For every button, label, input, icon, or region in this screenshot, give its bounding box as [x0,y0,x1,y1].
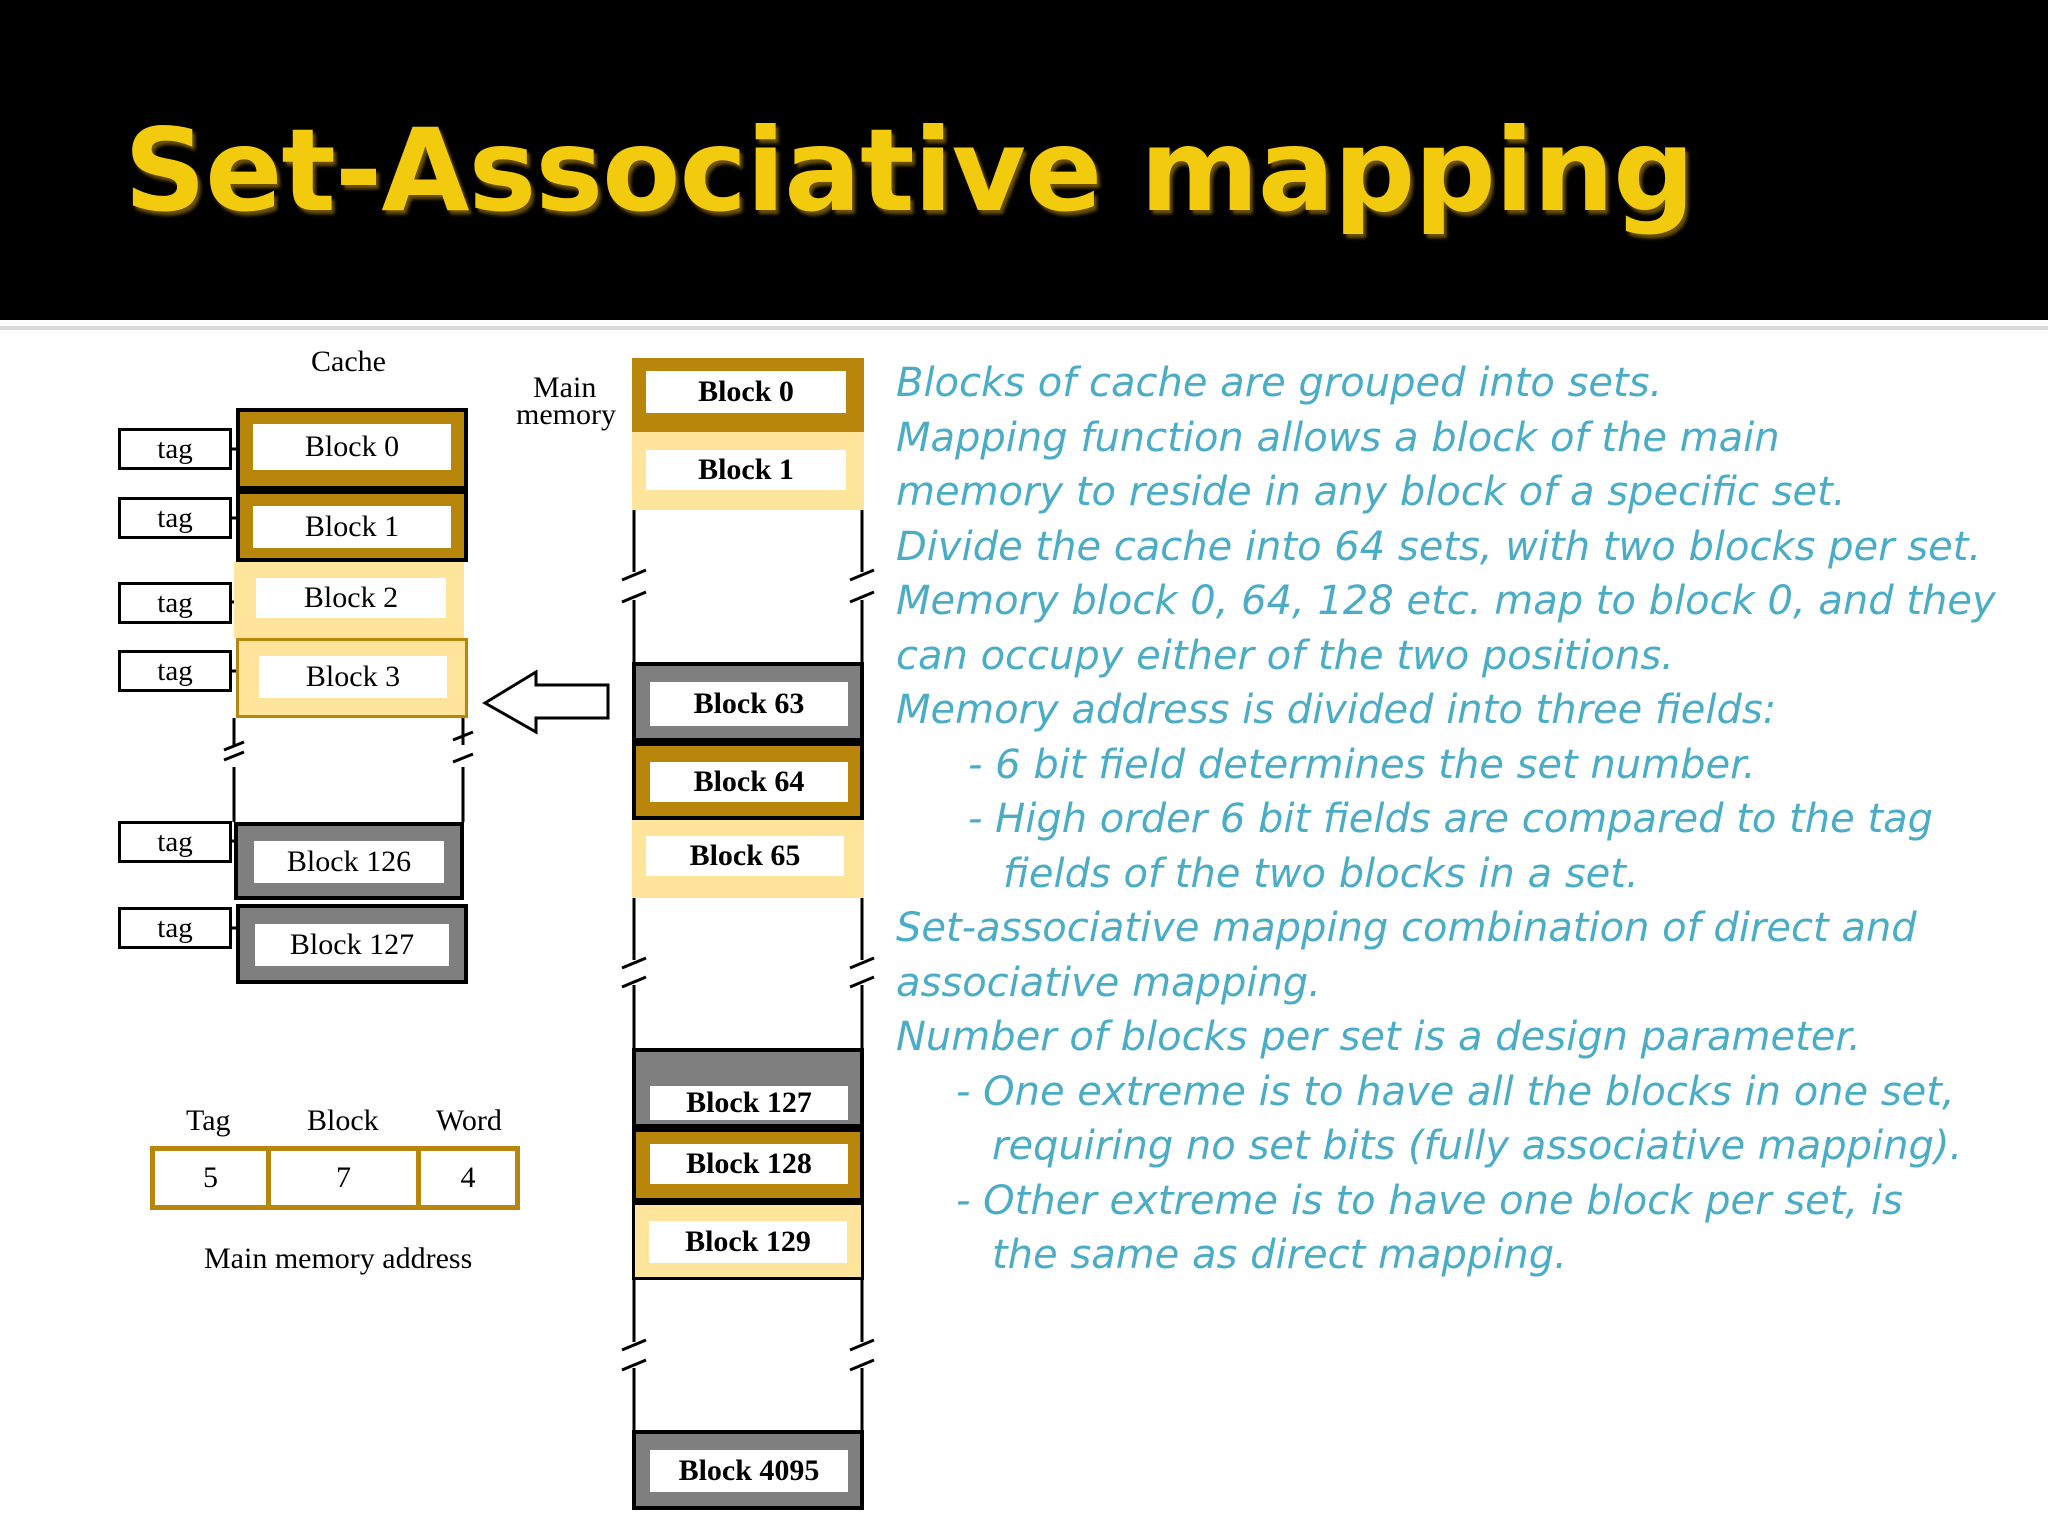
title-divider [0,326,2048,330]
text-line: Number of blocks per set is a design par… [896,1014,1861,1060]
break-mark [849,975,875,989]
text-line: Divide the cache into 64 sets, with two … [896,523,1982,570]
memory-block: Block 127 [632,1048,864,1128]
break-mark [223,750,245,762]
break-mark [849,590,875,604]
break-mark [452,730,474,742]
break-mark [223,740,245,752]
break-mark [452,752,474,764]
text-line: - One extreme is to have all the blocks … [956,1068,1955,1115]
memory-block: Block 4095 [632,1430,864,1510]
text-line: the same as direct mapping. [992,1232,1567,1278]
address-caption: Main memory address [204,1242,473,1275]
address-word-bits: 4 [460,1161,476,1194]
text-line: associative mapping. [896,959,1321,1006]
address-block-bits: 7 [271,1151,421,1205]
break-mark [849,1338,875,1352]
cache-block: Block 127 [236,904,468,984]
break-mark [621,568,647,582]
explanation-text: Blocks of cache are grouped into sets. M… [896,356,2026,1283]
text-line: memory to reside in any block of a speci… [896,469,1846,515]
text-line: Memory block 0, 64, 128 etc. map to bloc… [896,578,1996,624]
cache-block: Block 2 [234,562,464,638]
text-line: can occupy either of the two positions. [896,632,1674,679]
memory-block: Block 0 [632,358,864,432]
break-mark [621,590,647,604]
break-mark [621,1338,647,1352]
address-tag-bits: 5 [155,1151,271,1205]
tag-field: tag [118,821,232,863]
tag-field: tag [118,907,232,949]
memory-block: Block 64 [632,742,864,820]
text-line: Set-associative mapping combination of d… [896,905,1917,951]
cache-block: Block 126 [234,822,464,900]
memory-block: Block 65 [632,820,864,898]
memory-block: Block 128 [632,1128,864,1202]
tag-field: tag [118,497,232,539]
break-mark [621,1358,647,1372]
text-line: - High order 6 bit fields are compared t… [968,796,1934,842]
tag-field: tag [118,650,232,692]
main-memory-label: Main [533,371,597,404]
text-line: Memory address is divided into three fie… [896,687,1777,733]
title-band: Set-Associative mapping [0,0,2048,320]
memory-block: Block 63 [632,662,864,742]
address-format: 5 7 4 [150,1146,520,1210]
break-mark [849,956,875,970]
cache-block: Block 1 [236,490,468,562]
tag-field: tag [118,582,232,624]
text-line: Blocks of cache are grouped into sets. [896,360,1663,406]
cache-block: Block 0 [236,408,468,490]
address-field-name: Word [436,1104,502,1137]
main-memory-label: memory [516,398,616,431]
break-mark [621,956,647,970]
address-field-name: Tag [186,1104,231,1137]
tag-field: tag [118,428,232,470]
slide-title: Set-Associative mapping [124,104,1695,237]
mapping-arrow [482,669,610,735]
text-line: requiring no set bits (fully associative… [992,1123,1963,1169]
address-field-name: Block [307,1104,379,1137]
cache-label: Cache [311,345,386,378]
text-line: - Other extreme is to have one block per… [956,1177,1903,1224]
cache-block: Block 3 [236,638,468,718]
text-line: fields of the two blocks in a set. [1003,850,1639,897]
break-mark [849,1358,875,1372]
memory-block: Block 129 [632,1202,864,1280]
break-mark [621,975,647,989]
break-mark [849,568,875,582]
text-line: Mapping function allows a block of the m… [896,414,1780,461]
memory-block: Block 1 [632,432,864,510]
text-line: - 6 bit field determines the set number. [968,741,1756,788]
